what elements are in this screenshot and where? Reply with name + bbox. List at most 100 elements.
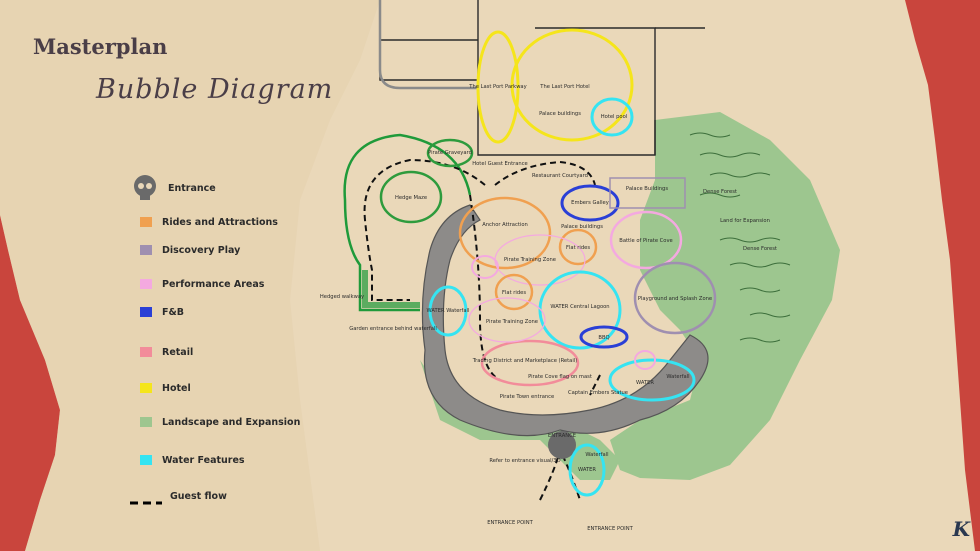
label-pirate-town: Pirate Town entrance [500, 394, 554, 400]
label-cove-flag: Pirate Cove flag on mast [528, 374, 592, 380]
label-waterfall-2: Waterfall [666, 374, 689, 380]
page-title: Masterplan [33, 34, 168, 59]
bubble-embers-galley [560, 184, 620, 222]
signature-logo: K [952, 517, 970, 541]
label-water-2: WATER [636, 380, 654, 386]
legend-label: Landscape and Expansion [162, 416, 301, 428]
legend-label: Retail [162, 346, 194, 358]
label-hotel-pool: Hotel pool [601, 114, 627, 120]
legend-label: Guest flow [170, 490, 227, 502]
label-parkway: The Last Port Parkway [468, 84, 526, 90]
bubble-water-3 [568, 443, 606, 497]
label-entrance-point-1: ENTRANCE POINT [487, 520, 533, 526]
forest-landscape [610, 112, 840, 480]
legend-swatch [140, 417, 152, 427]
label-entrance-point-2: ENTRANCE POINT [587, 526, 633, 532]
label-battle-cove: Battle of Pirate Cove [619, 238, 672, 244]
rock-ring [421, 204, 709, 437]
legend-swatch [140, 217, 152, 227]
bubble-anchor [458, 196, 552, 270]
label-bbq: BBQ [598, 335, 609, 341]
label-hotel: The Last Port Hotel [539, 84, 589, 90]
bubble-flat-rides-1 [558, 228, 598, 266]
label-anchor: Anchor Attraction [482, 222, 528, 228]
label-trading: Trading District and Marketplace (Retail… [472, 358, 578, 364]
label-waterfall-3: Waterfall [585, 452, 608, 458]
legend-swatch [140, 455, 152, 465]
legend-label: Rides and Attractions [162, 216, 278, 228]
legend-label: Hotel [162, 382, 191, 394]
label-land-expansion: Land for Expansion [720, 218, 770, 224]
label-training-1: Pirate Training Zone [504, 257, 556, 263]
bubble-hotel-pool [590, 97, 634, 137]
parchment-shade [0, 0, 380, 551]
palace-buildings-box [609, 177, 686, 209]
label-training-2: Pirate Training Zone [486, 319, 538, 325]
label-palace-2: Palace Buildings [626, 186, 668, 192]
hedged-walkway-strip [362, 270, 420, 308]
bubble-pirate-training-2 [468, 297, 546, 343]
label-dense-forest-1: Dense Forest [703, 189, 737, 195]
bubble-water-2 [608, 358, 696, 402]
legend-item: Guest flow [130, 486, 227, 506]
legend-item: Entrance [130, 175, 216, 200]
legend-label: Discovery Play [162, 244, 241, 256]
label-playground: Playground and Splash Zone [638, 296, 712, 302]
bubble-water-small [634, 350, 656, 370]
label-guest-entrance: Hotel Guest Entrance [472, 161, 528, 167]
label-flat-rides-2: Flat rides [502, 290, 526, 296]
legend-label: Performance Areas [162, 278, 265, 290]
bubble-playground [633, 261, 717, 335]
bubble-training-circle [471, 255, 499, 279]
bubble-parkway [476, 30, 520, 144]
legend-item: Discovery Play [130, 240, 240, 260]
bubble-flat-rides-2 [494, 273, 534, 311]
legend-item: Retail [130, 342, 193, 362]
bubble-battle-cove [609, 210, 683, 270]
legend-label: Water Features [162, 454, 245, 466]
legend-swatch [140, 383, 152, 393]
legend-swatch [140, 245, 152, 255]
legend-item: Rides and Attractions [130, 212, 278, 232]
bubble-graveyard [426, 138, 474, 168]
label-palace-1: Palace buildings [539, 111, 581, 117]
legend-swatch [140, 347, 152, 357]
legend-item: Performance Areas [130, 274, 264, 294]
forest-hatching [689, 132, 791, 343]
bubble-hotel [510, 28, 634, 142]
label-palace-3: Palace buildings [561, 224, 603, 230]
bubble-trading [480, 339, 580, 387]
legend-swatch [140, 307, 152, 317]
label-garden-entrance: Garden entrance behind waterfall [349, 326, 437, 332]
page-subtitle: Bubble Diagram [96, 74, 334, 105]
label-restaurant: Restaurant Courtyard [532, 173, 588, 179]
label-central-lagoon: WATER Central Lagoon [550, 304, 609, 310]
legend-item: Hotel [130, 378, 191, 398]
label-hedge-maze: Hedge Maze [395, 195, 427, 201]
skull-icon [130, 173, 160, 203]
legend-swatch [140, 279, 152, 289]
garden-boundary [343, 133, 472, 312]
label-graveyard: Pirate Graveyard [428, 150, 472, 156]
bubble-hedge-maze [379, 170, 443, 224]
legend-label: F&B [162, 306, 185, 318]
bubble-central-lagoon [538, 270, 622, 350]
legend-label: Entrance [168, 182, 216, 194]
legend-item: Landscape and Expansion [130, 412, 300, 432]
label-captain-statue: Captain Embers Statue [568, 390, 628, 396]
guest-flow-icon [130, 492, 162, 505]
label-flat-rides-1: Flat rides [566, 245, 590, 251]
label-dense-forest-2: Dense Forest [743, 246, 777, 252]
bubble-bbq [579, 325, 629, 349]
legend-item: F&B [130, 302, 184, 322]
bubble-waterfall-1 [428, 285, 468, 337]
legend-item: Water Features [130, 450, 245, 470]
label-entrance: ENTRANCE [548, 433, 576, 439]
label-embers: Embers Galley [571, 200, 609, 206]
road-line [378, 0, 478, 90]
label-refer-entrance: Refer to entrance visual/3D [489, 458, 560, 464]
label-hedged-walkway: Hedged walkway [320, 294, 364, 300]
label-water-3: WATER [578, 467, 596, 473]
entrance-skull-icon [548, 431, 576, 459]
